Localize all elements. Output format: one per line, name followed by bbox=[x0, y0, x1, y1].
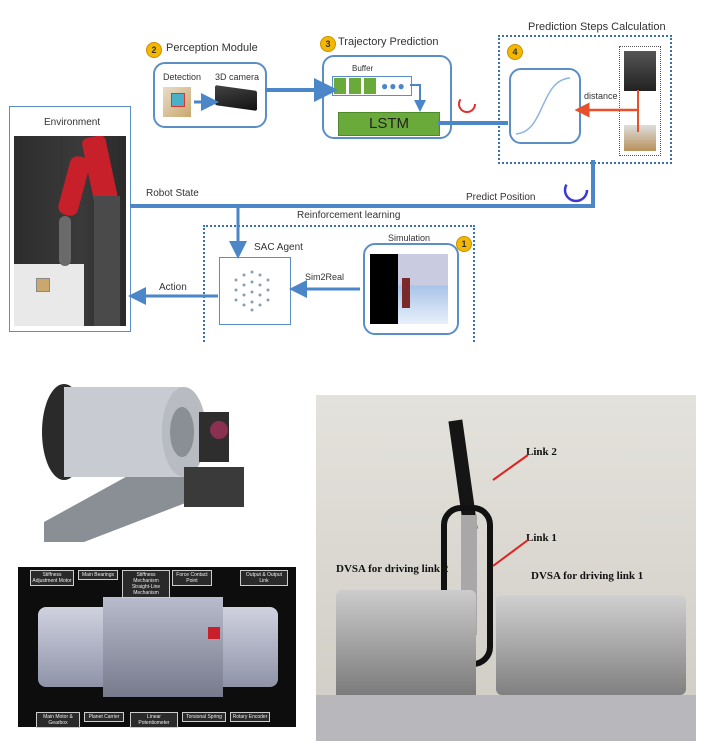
detection-label: Detection bbox=[163, 72, 202, 82]
buffer-queue: ●●● bbox=[332, 76, 412, 96]
action-label: Action bbox=[159, 282, 187, 293]
simulation-label: Simulation bbox=[388, 233, 431, 243]
table-surface bbox=[316, 695, 696, 741]
label-main-bearings: Main Bearings bbox=[78, 570, 118, 580]
label-output-link: Output & Output Link bbox=[240, 570, 288, 586]
label-stiffness-mechanism: Stiffness Mechanism Straight-Line Mechan… bbox=[122, 570, 170, 598]
dvsa-right bbox=[496, 595, 686, 695]
robot-state-label: Robot State bbox=[146, 188, 199, 199]
step-badge-2: 2 bbox=[146, 42, 162, 58]
spinner-icon bbox=[458, 95, 476, 113]
distance-label: distance bbox=[584, 91, 618, 101]
arrow-buffer-to-lstm bbox=[410, 84, 426, 112]
label-torsional-spring: Torsional Spring bbox=[182, 712, 226, 722]
label-force-contact: Force Contact Point bbox=[172, 570, 212, 586]
perception-title: Perception Module bbox=[166, 42, 258, 54]
buffer-label: Buffer bbox=[352, 64, 374, 73]
neural-network-icon bbox=[234, 270, 270, 312]
dvsa-left bbox=[336, 590, 476, 700]
sigmoid-curve-box bbox=[509, 68, 581, 144]
rl-title: Reinforcement learning bbox=[297, 210, 401, 221]
environment-title: Environment bbox=[44, 117, 101, 128]
detection-image bbox=[163, 87, 191, 117]
testbed-photo bbox=[316, 395, 696, 741]
spinner-icon bbox=[563, 177, 589, 203]
trajectory-title: Trajectory Prediction bbox=[338, 36, 439, 48]
step-badge-4: 4 bbox=[507, 44, 523, 60]
label-linear-pot: Linear Potentiometer bbox=[130, 712, 178, 728]
label-rotary-encoder: Rotary Encoder bbox=[230, 712, 270, 722]
predict-position-label: Predict Position bbox=[466, 192, 536, 203]
camera-label: 3D camera bbox=[215, 72, 260, 82]
robot-photo bbox=[14, 136, 126, 326]
simulation-image bbox=[370, 254, 448, 324]
dvsa-link-1-label: DVSA for driving link 1 bbox=[531, 570, 644, 582]
dvsa-link-2-label: DVSA for driving link 2 bbox=[336, 563, 449, 575]
link-1-label: Link 1 bbox=[526, 532, 557, 544]
pipeline-connectors bbox=[128, 77, 639, 312]
link-2-label: Link 2 bbox=[526, 446, 557, 458]
step-badge-3: 3 bbox=[320, 36, 336, 52]
actuator-render bbox=[24, 372, 284, 547]
sac-agent-label: SAC Agent bbox=[254, 242, 303, 253]
steps-title: Prediction Steps Calculation bbox=[528, 21, 666, 33]
arrow-predict-position bbox=[130, 160, 595, 208]
label-stiffness-motor: Stiffness Adjustment Motor bbox=[30, 570, 74, 586]
sim2real-label: Sim2Real bbox=[305, 272, 345, 282]
step-badge-1: 1 bbox=[456, 236, 472, 252]
label-main-motor: Main Motor & Gearbox bbox=[36, 712, 80, 728]
label-planet-carrier: Planet Carrier bbox=[84, 712, 124, 722]
reinforcement-learning-region bbox=[203, 225, 475, 342]
prediction-steps-region bbox=[498, 35, 672, 164]
sigmoid-curve bbox=[515, 77, 571, 135]
sac-agent-box bbox=[219, 257, 291, 325]
distance-photos bbox=[619, 46, 661, 156]
